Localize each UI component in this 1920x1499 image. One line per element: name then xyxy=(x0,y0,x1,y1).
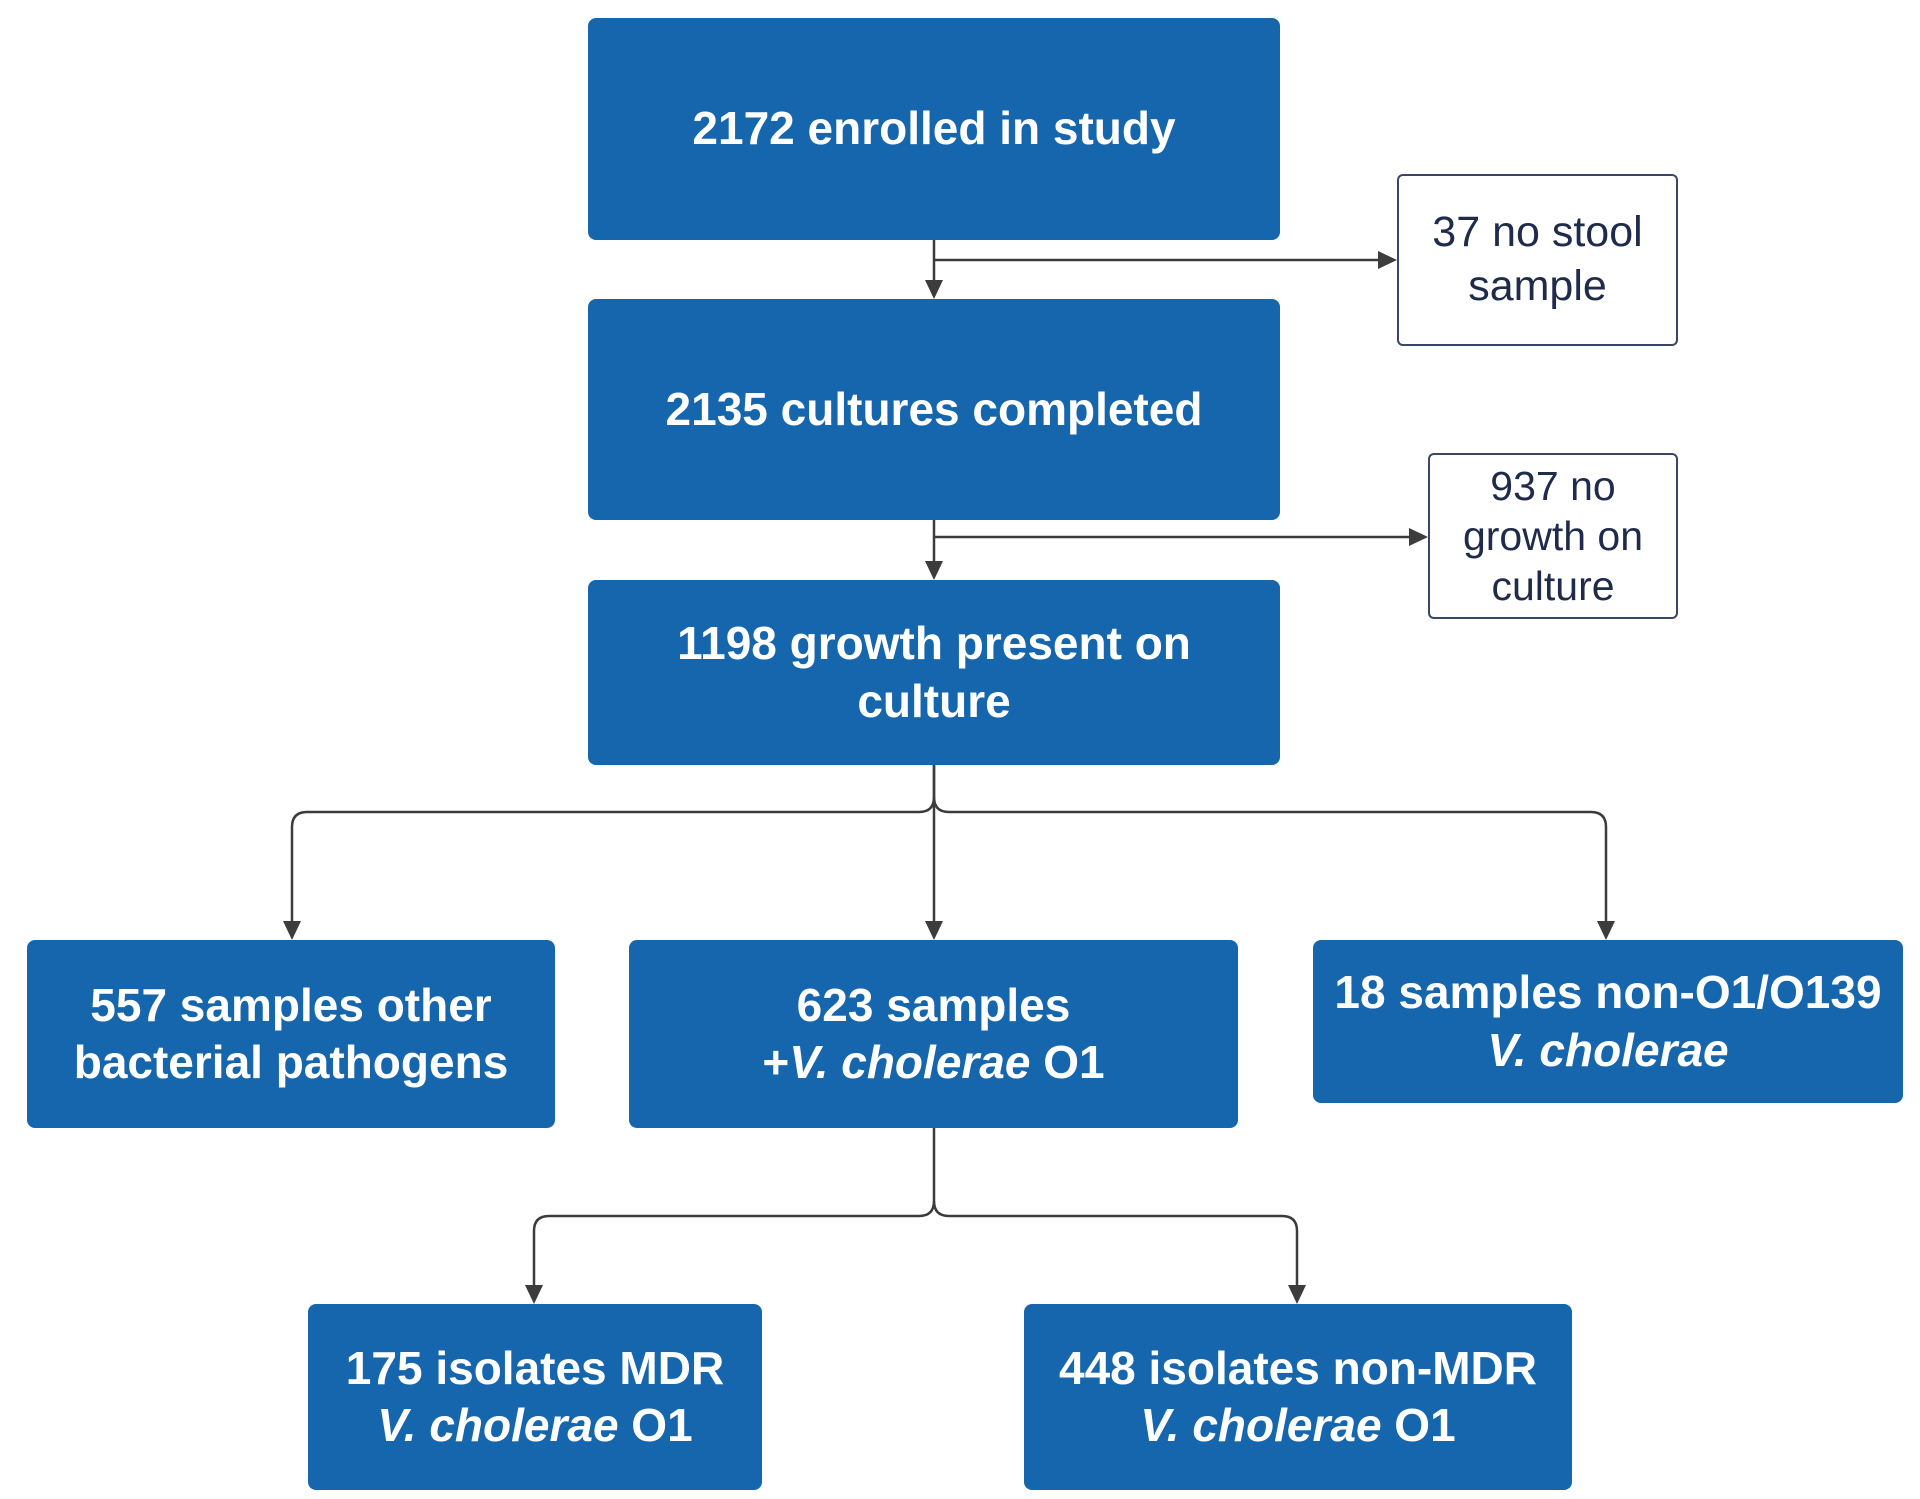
arrowhead xyxy=(1409,528,1428,546)
cultures-box: 2135 cultures completed xyxy=(588,299,1280,520)
non-mdr-species: V. cholerae xyxy=(1140,1399,1382,1451)
arrow-growth-to-non-o1 xyxy=(932,796,1608,924)
arrowhead xyxy=(1597,921,1615,940)
arrowhead xyxy=(1288,1285,1306,1304)
no-stool-label-line1: 37 no stool xyxy=(1432,208,1643,257)
non-o1-species: V. cholerae xyxy=(1487,1023,1729,1076)
no-growth-label-line1: 937 no xyxy=(1490,462,1616,509)
arrowhead xyxy=(925,561,943,580)
enrolled-label: 2172 enrolled in study xyxy=(692,102,1176,155)
arrow-vc-o1-to-mdr xyxy=(532,1128,936,1288)
cultures-label: 2135 cultures completed xyxy=(665,382,1203,435)
vc-o1-label-line2: +V. cholerae O1 xyxy=(762,1034,1104,1092)
arrow-vc-o1-to-non-mdr xyxy=(932,1200,1299,1288)
other-pathogens-label-line2: bacterial pathogens xyxy=(73,1036,509,1088)
vc-o1-label-line1: 623 samples xyxy=(796,978,1071,1031)
vc-o1-suffix: O1 xyxy=(1030,1036,1105,1088)
enrolled-box: 2172 enrolled in study xyxy=(588,18,1280,240)
arrowhead xyxy=(1378,251,1397,269)
non-mdr-label-line1: 448 isolates non-MDR xyxy=(1059,1341,1537,1394)
vc-o1-box: 623 samples +V. cholerae O1 xyxy=(629,940,1238,1128)
arrowhead xyxy=(925,921,943,940)
growth-label-line1: 1198 growth present on xyxy=(677,617,1191,669)
growth-box: 1198 growth present on culture xyxy=(588,580,1280,765)
mdr-label-line2: V. cholerae O1 xyxy=(377,1397,692,1455)
mdr-label-line1: 175 isolates MDR xyxy=(345,1341,725,1394)
no-growth-label-line2: growth on xyxy=(1462,512,1644,559)
non-mdr-suffix: O1 xyxy=(1381,1399,1456,1451)
vc-o1-prefix: + xyxy=(762,1036,790,1088)
no-stool-label-line2: sample xyxy=(1468,262,1607,310)
no-stool-box: 37 no stool sample xyxy=(1397,174,1678,346)
other-pathogens-label-line1: 557 samples other xyxy=(90,978,492,1031)
non-o1-label-line1: 18 samples non-O1/O139 xyxy=(1334,966,1882,1018)
no-growth-label-line3: culture xyxy=(1491,563,1615,609)
non-mdr-label-line2: V. cholerae O1 xyxy=(1140,1397,1455,1455)
vc-o1-species: V. cholerae xyxy=(789,1036,1031,1088)
non-mdr-box: 448 isolates non-MDR V. cholerae O1 xyxy=(1024,1304,1572,1490)
mdr-suffix: O1 xyxy=(618,1399,693,1451)
non-o1-box: 18 samples non-O1/O139 V. cholerae xyxy=(1313,940,1903,1103)
arrow-growth-to-other-pathogens xyxy=(290,765,936,924)
no-growth-box: 937 no growth on culture xyxy=(1428,453,1678,619)
other-pathogens-box: 557 samples other bacterial pathogens xyxy=(27,940,555,1128)
arrowhead xyxy=(925,280,943,299)
arrowhead xyxy=(283,921,301,940)
growth-label-line2: culture xyxy=(857,674,1011,727)
arrowhead xyxy=(525,1285,543,1304)
mdr-species: V. cholerae xyxy=(377,1399,619,1451)
mdr-box: 175 isolates MDR V. cholerae O1 xyxy=(308,1304,762,1490)
